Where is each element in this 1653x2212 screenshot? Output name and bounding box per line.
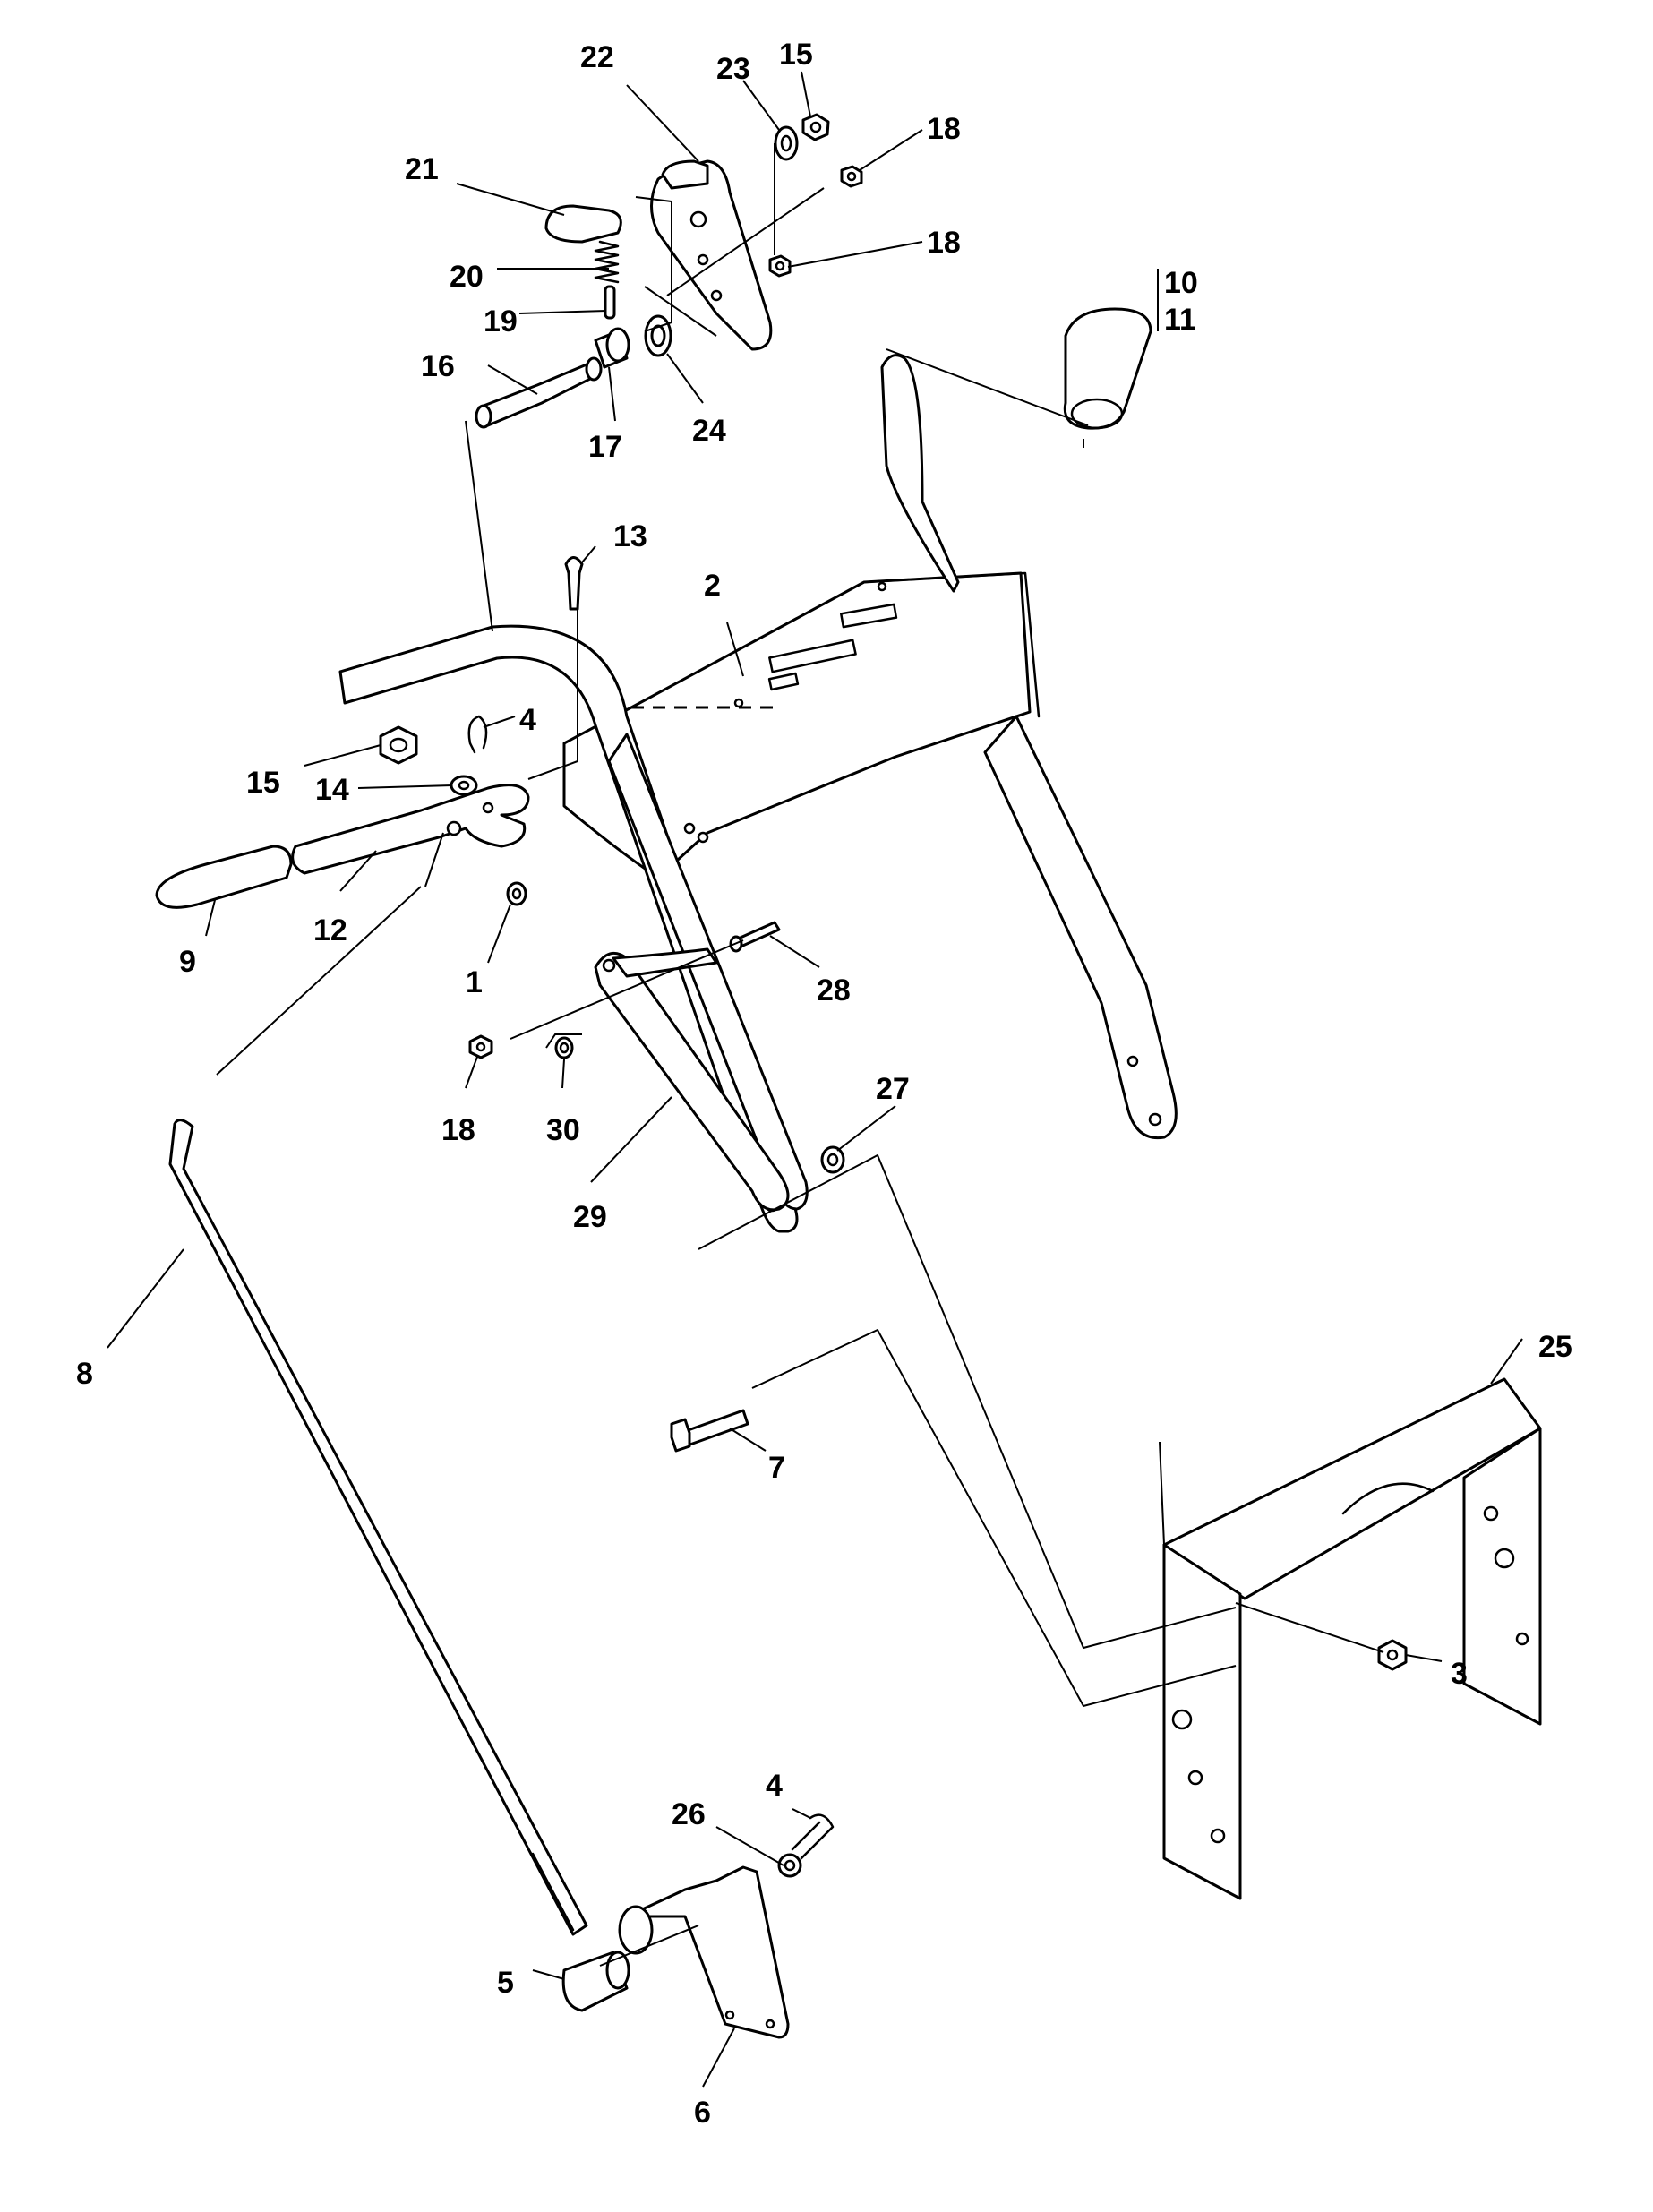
part-19-pin — [604, 285, 616, 320]
part-6-bracket — [618, 1865, 790, 2039]
part-3-nut — [1377, 1639, 1408, 1671]
callout-7: 7 — [768, 1451, 785, 1485]
callout-4: 4 — [519, 703, 536, 737]
callout-27: 27 — [876, 1072, 910, 1106]
part-4-cotter-pin-lower — [791, 1813, 835, 1860]
part-10-11-grip — [1063, 307, 1152, 430]
part-8-rod — [168, 1119, 588, 1936]
callout-26: 26 — [672, 1797, 706, 1831]
part-28-pin — [729, 921, 781, 953]
part-4-cotter-pin-upper — [467, 715, 488, 754]
callout-18: 18 — [441, 1113, 475, 1147]
part-14-washer — [450, 775, 478, 796]
callout-5: 5 — [497, 1966, 514, 2000]
callout-8: 8 — [76, 1357, 93, 1391]
part-23-washer — [774, 125, 799, 161]
callout-17: 17 — [588, 430, 622, 464]
part-26-washer — [777, 1853, 802, 1878]
callout-2: 2 — [704, 569, 721, 603]
part-22-lever-plate — [650, 159, 773, 351]
part-5-swivel — [561, 1951, 630, 2012]
callout-14: 14 — [315, 773, 349, 807]
callout-3: 3 — [1451, 1657, 1468, 1691]
part-27-washer — [820, 1145, 845, 1174]
callout-12: 12 — [313, 913, 347, 947]
part-15-nut-top — [801, 113, 830, 141]
callout-13: 13 — [613, 519, 647, 553]
callout-18: 18 — [927, 226, 961, 260]
part-17-bushing — [594, 327, 630, 369]
part-9-handle-grip — [155, 845, 293, 909]
callout-1: 1 — [466, 965, 483, 999]
part-20-spring — [594, 240, 620, 284]
part-21-knob — [544, 204, 622, 244]
part-18-nut-top — [840, 165, 863, 188]
callout-16: 16 — [421, 349, 455, 383]
part-1-washer — [506, 881, 527, 906]
part-12-lever — [291, 784, 530, 875]
callout-20: 20 — [450, 260, 484, 294]
callout-19: 19 — [484, 304, 518, 339]
leader-lines — [107, 71, 1523, 2088]
callout-6: 6 — [694, 2096, 711, 2130]
callout-18: 18 — [927, 112, 961, 146]
part-29-link-arm — [594, 947, 790, 1212]
callout-15: 15 — [246, 766, 280, 800]
callout-30: 30 — [546, 1113, 580, 1147]
callout-15: 15 — [779, 38, 813, 72]
callout-29: 29 — [573, 1200, 607, 1234]
part-25-frame — [1162, 1377, 1542, 1900]
callout-labels: 22 23 15 18 21 18 10 11 20 19 16 17 24 1… — [76, 38, 1572, 2130]
callout-23: 23 — [716, 52, 750, 86]
callout-4: 4 — [766, 1769, 783, 1803]
callout-10: 10 — [1164, 266, 1198, 300]
part-24-bearing — [644, 314, 672, 357]
part-7-bolt — [670, 1409, 749, 1453]
callout-21: 21 — [405, 152, 439, 186]
callout-24: 24 — [692, 414, 726, 448]
part-13-pin — [564, 556, 584, 611]
part-18-nut-middle-left — [468, 1034, 493, 1059]
part-18-nut-middle — [768, 254, 792, 278]
callout-22: 22 — [580, 40, 614, 74]
callout-9: 9 — [179, 945, 196, 979]
callout-11: 11 — [1164, 303, 1196, 337]
callout-25: 25 — [1538, 1330, 1572, 1364]
part-30-washer — [554, 1036, 574, 1059]
part-15-nut-left — [379, 725, 418, 765]
callout-28: 28 — [817, 973, 851, 1007]
